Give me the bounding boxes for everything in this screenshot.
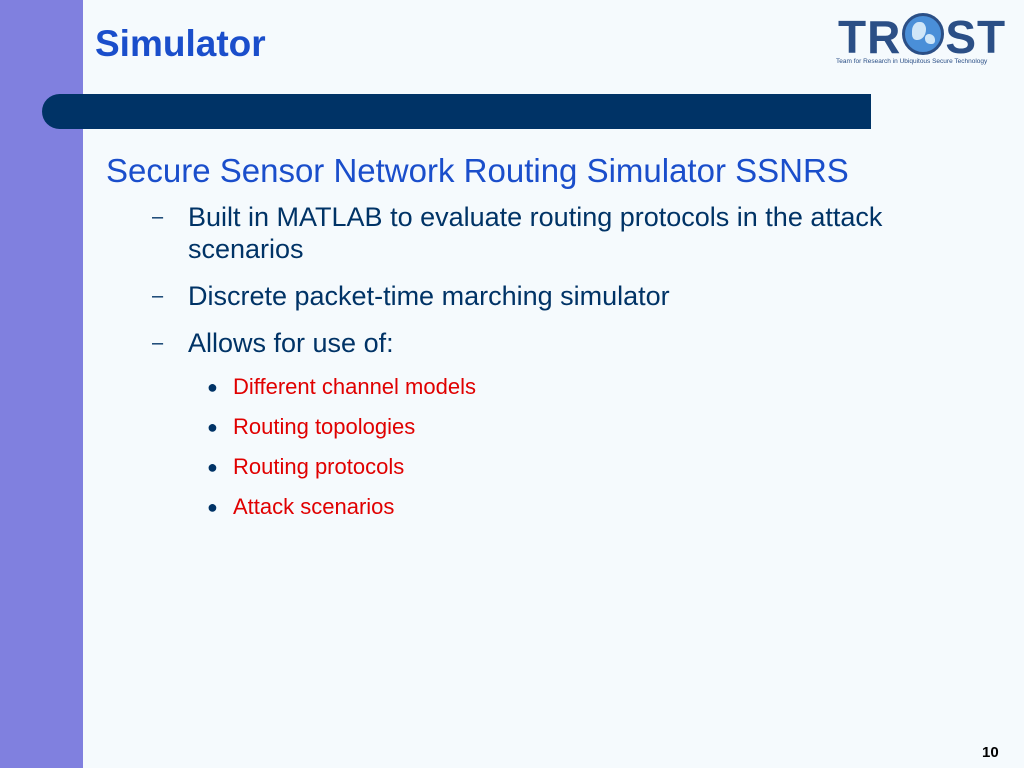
sub-bullet-text: Discrete packet-time marching simulator <box>188 281 670 311</box>
sub-bullet-allows: – Allows for use of: <box>106 327 926 359</box>
bullet-dot-icon: ● <box>207 497 218 517</box>
sub-bullet-text: Allows for use of: <box>188 328 394 358</box>
list-item-routing-protocols: ● Routing protocols <box>106 454 926 480</box>
list-item-text: Routing protocols <box>233 454 405 479</box>
list-item-routing-topologies: ● Routing topologies <box>106 414 926 440</box>
sub-bullet-discrete: – Discrete packet-time marching simulato… <box>106 280 926 312</box>
globe-icon <box>902 13 945 55</box>
main-bullet: Secure Sensor Network Routing Simulator … <box>106 152 849 189</box>
list-item-text: Routing topologies <box>233 414 416 439</box>
list-item-text: Different channel models <box>233 374 476 399</box>
slide-body: Secure Sensor Network Routing Simulator … <box>106 152 926 534</box>
logo-word-right: ST <box>945 11 1007 63</box>
dash-icon: – <box>152 332 164 354</box>
sub-bullet-text: Built in MATLAB to evaluate routing prot… <box>188 202 883 264</box>
logo-word-left: TR <box>838 11 902 63</box>
trust-logo: TR ST Team for Research in Ubiquitous Sec… <box>830 10 1016 72</box>
list-item-attack-scenarios: ● Attack scenarios <box>106 494 926 520</box>
slide-title: Simulator <box>95 23 266 64</box>
sub-bullet-matlab: – Built in MATLAB to evaluate routing pr… <box>106 201 926 265</box>
title-underline-bar <box>42 94 871 129</box>
list-item-text: Attack scenarios <box>233 494 395 519</box>
bullet-dot-icon: ● <box>207 417 218 437</box>
dash-icon: – <box>152 206 164 228</box>
bullet-dot-icon: ● <box>207 457 218 477</box>
list-item-channel-models: ● Different channel models <box>106 374 926 400</box>
logo-tagline: Team for Research in Ubiquitous Secure T… <box>836 58 988 65</box>
bullet-dot-icon: ● <box>207 377 218 397</box>
logo-wordmark: TR ST <box>838 10 1006 64</box>
dash-icon: – <box>152 285 164 307</box>
page-number: 10 <box>982 744 999 761</box>
